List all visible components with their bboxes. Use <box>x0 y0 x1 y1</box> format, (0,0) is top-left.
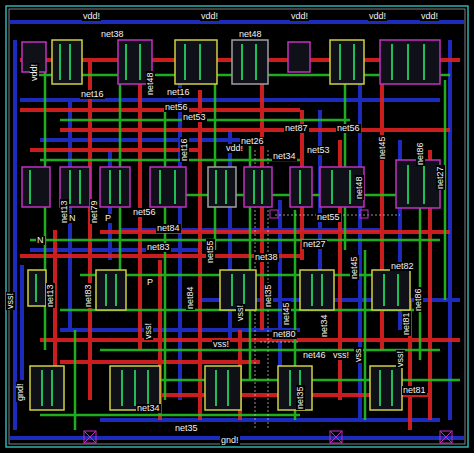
net-label: N <box>68 214 77 223</box>
net-label: net81 <box>402 311 411 336</box>
net-label: vss! <box>144 322 153 340</box>
net-label: net34 <box>136 404 161 413</box>
net-label: net55 <box>206 239 215 264</box>
net-label: net38 <box>100 30 125 39</box>
net-label: net34 <box>272 152 297 161</box>
net-label: net16 <box>80 90 105 99</box>
net-label: net55 <box>316 213 341 222</box>
net-label: vss! <box>332 351 350 360</box>
net-label: net35 <box>296 385 305 410</box>
net-label: net48 <box>146 71 155 96</box>
net-label: net38 <box>254 253 279 262</box>
net-label: net27 <box>436 165 445 190</box>
net-label: net84 <box>186 285 195 310</box>
net-label: net82 <box>390 262 415 271</box>
net-label: net16 <box>180 137 189 162</box>
net-label: net34 <box>320 313 329 338</box>
net-label: net13 <box>46 283 55 308</box>
net-label: P <box>146 278 154 287</box>
net-label: vss! <box>236 304 245 322</box>
net-label: vdd! <box>290 12 309 21</box>
net-label: net45 <box>378 135 387 160</box>
net-label: net48 <box>355 175 364 200</box>
net-label: net53 <box>182 113 207 122</box>
net-label: vss! <box>6 292 15 310</box>
net-label: net35 <box>264 283 273 308</box>
net-label: net53 <box>306 146 331 155</box>
net-label: vss! <box>396 350 405 368</box>
net-label: net27 <box>302 240 327 249</box>
net-label: net79 <box>90 199 99 224</box>
net-label: gnd! <box>16 382 25 402</box>
net-label: vdd! <box>30 63 39 82</box>
net-label: net16 <box>166 88 191 97</box>
net-label: net45 <box>282 301 291 326</box>
net-label: net35 <box>174 424 199 433</box>
net-label: net48 <box>238 30 263 39</box>
net-label: net46 <box>302 351 327 360</box>
net-label: net81 <box>402 386 427 395</box>
net-label: net84 <box>156 224 181 233</box>
net-label: net26 <box>240 137 265 146</box>
net-label: net56 <box>164 103 189 112</box>
net-label: net56 <box>336 124 361 133</box>
net-label: net86 <box>416 141 425 166</box>
net-label: net83 <box>84 283 93 308</box>
net-label: net80 <box>272 330 297 339</box>
net-label: net56 <box>132 208 157 217</box>
net-label: gnd! <box>220 436 240 445</box>
net-label: P <box>104 214 112 223</box>
net-label: vdd! <box>82 12 101 21</box>
net-label: vdd! <box>200 12 219 21</box>
net-label: vss! <box>212 340 230 349</box>
net-label: net83 <box>146 243 171 252</box>
net-label: net45 <box>350 255 359 280</box>
net-label: N <box>36 236 45 245</box>
net-label: vdd! <box>368 12 387 21</box>
net-label: vss <box>354 348 363 364</box>
net-label: net87 <box>284 124 309 133</box>
net-label: vdd! <box>420 12 439 21</box>
net-label: net86 <box>414 287 423 312</box>
